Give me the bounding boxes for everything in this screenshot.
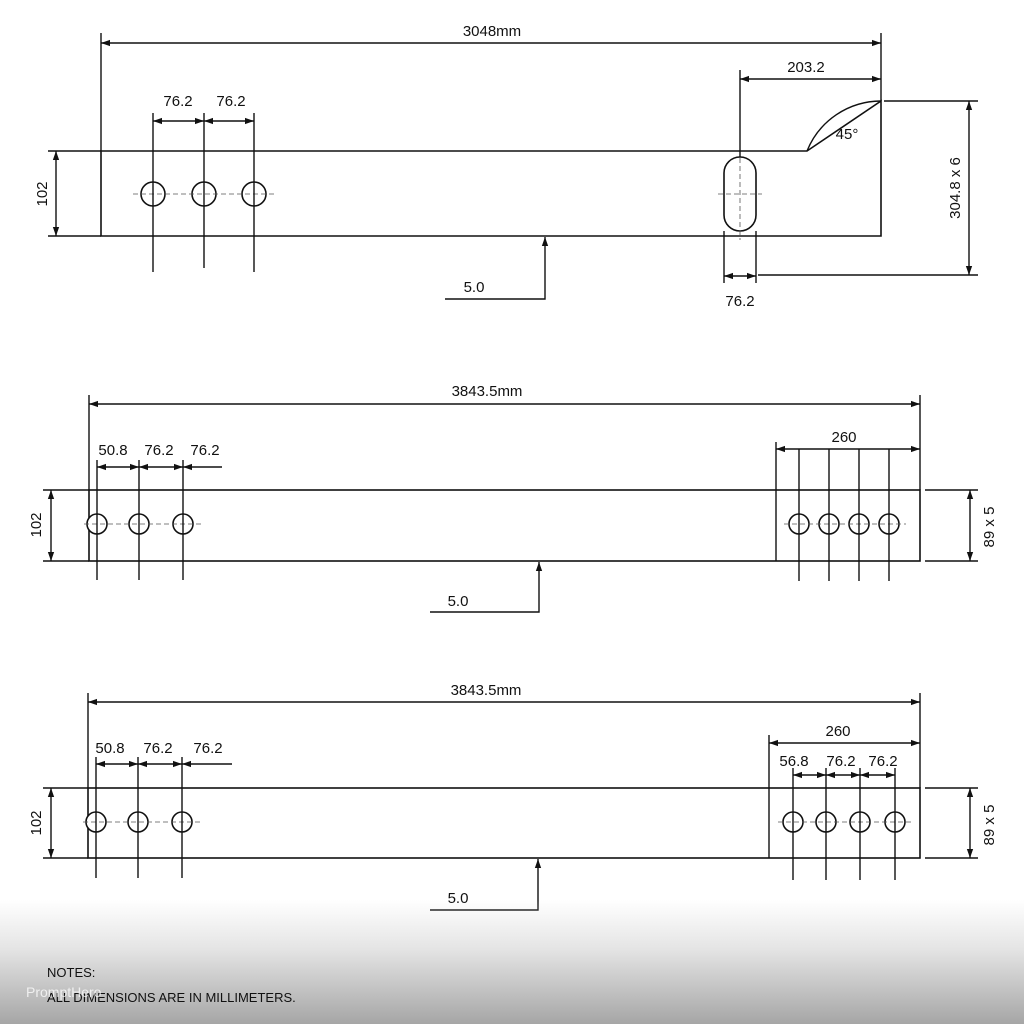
angle-label: 45°: [836, 126, 859, 143]
part-1-bar: [100, 99, 882, 237]
end-offset-label: 203.2: [787, 59, 825, 76]
hole-pitch-label: 76.2: [163, 93, 192, 110]
overall-length-label: 3843.5mm: [452, 383, 523, 400]
hole-pitch-label: 76.2: [216, 93, 245, 110]
hole-pitch-label: 76.2: [190, 442, 219, 459]
part-3-bar: [87, 787, 921, 859]
end-hole-pitch-label: 76.2: [826, 753, 855, 770]
part-3: 3843.5mm 50.8 76.2 76.2 260 56.8 76.2 76…: [28, 682, 998, 911]
hole-pitch-label: 76.2: [193, 740, 222, 757]
part-1: 3048mm 76.2 76.2 203.2 45° 102 304.8 x 6…: [34, 23, 978, 310]
end-hole-pitch-label: 76.2: [868, 753, 897, 770]
notes-heading: NOTES:: [47, 965, 96, 980]
hole-offset-label: 50.8: [98, 442, 127, 459]
overall-length-label: 3048mm: [463, 23, 521, 40]
thickness-label: 5.0: [448, 593, 469, 610]
end-section-label: 260: [825, 723, 850, 740]
height-label: 102: [28, 810, 45, 835]
angle-arc: [806, 100, 882, 152]
overall-length-label: 3843.5mm: [451, 682, 522, 699]
end-hole-offset-label: 56.8: [779, 753, 808, 770]
hole-pitch-label: 76.2: [143, 740, 172, 757]
slot-width-label: 76.2: [725, 293, 754, 310]
thickness-label: 5.0: [464, 279, 485, 296]
end-section-label: 260: [831, 429, 856, 446]
hole-pitch-label: 76.2: [144, 442, 173, 459]
side-dimension-label: 89 x 5: [981, 805, 998, 846]
side-dimension-label: 304.8 x 6: [947, 157, 964, 219]
part-2: 3843.5mm 50.8 76.2 76.2 260 102 89 x 5 5…: [28, 383, 998, 613]
part-2-bar: [88, 489, 921, 562]
thickness-leader: [445, 237, 549, 300]
thickness-leader: [430, 859, 542, 911]
notes-line: ALL DIMENSIONS ARE IN MILLIMETERS.: [47, 990, 296, 1005]
height-label: 102: [28, 512, 45, 537]
thickness-label: 5.0: [448, 890, 469, 907]
thickness-leader: [430, 562, 543, 613]
side-dimension-label: 89 x 5: [981, 507, 998, 548]
notes-block: NOTES: ALL DIMENSIONS ARE IN MILLIMETERS…: [47, 960, 296, 1010]
watermark: PromptHero: [26, 984, 102, 1000]
hole-offset-label: 50.8: [95, 740, 124, 757]
height-label: 102: [34, 181, 51, 206]
